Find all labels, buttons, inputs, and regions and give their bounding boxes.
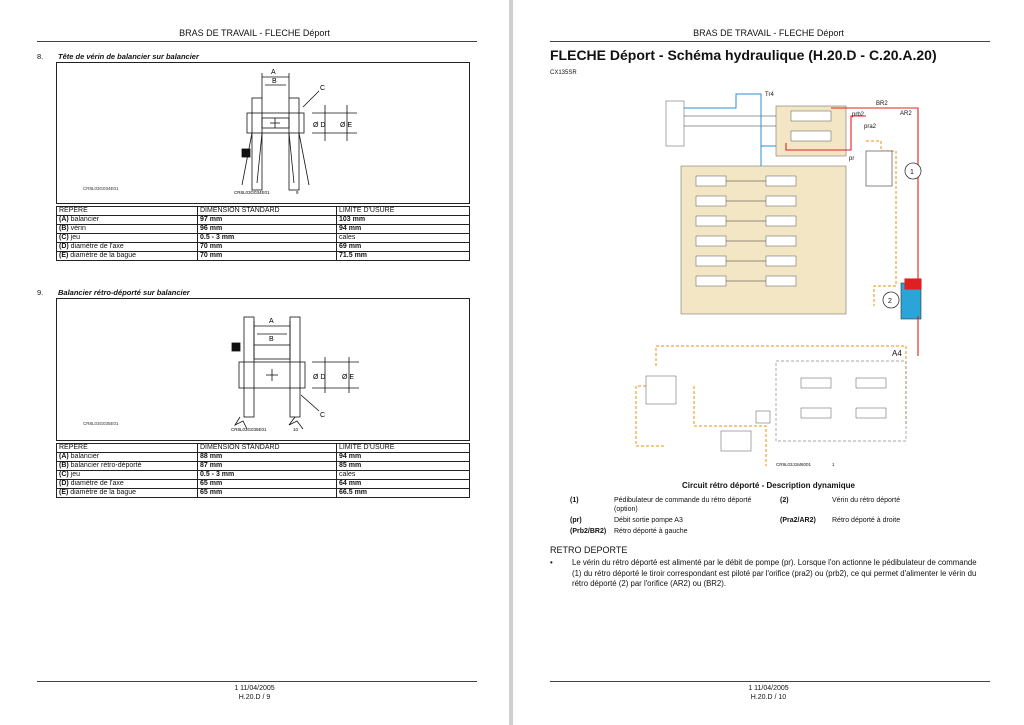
figure-ref: 10 [293, 427, 299, 432]
section-8-title: Tête de vérin de balancier sur balancier [58, 52, 199, 61]
figure-9-code: CR8L03G035E01 [83, 421, 119, 426]
header-limit: LIMITE D'USURE [336, 443, 470, 453]
label-d: Ø D [313, 374, 325, 381]
legend-row: (pr) Débit sortie pompe A3 (Pra2/AR2) Ré… [570, 517, 901, 524]
footer-rule [37, 681, 477, 682]
figure-8-code: CR8L03G034E01 [83, 186, 119, 191]
label-d: Ø D [313, 122, 325, 129]
figure-8: A B C Ø D Ø E CR8L03G034E01 9 CR8L03G034… [56, 62, 470, 204]
marker-1 [904, 162, 922, 180]
left-footer: 1 11/04/2005 H.20.D / 9 [0, 684, 509, 702]
marker-2 [882, 291, 900, 309]
right-page: BRAS DE TRAVAIL - FLECHE Déport FLECHE D… [513, 0, 1024, 725]
header-limit: LIMITE D'USURE [336, 206, 470, 216]
pressure-lines [785, 107, 922, 356]
br2-label: BR2 [876, 101, 888, 107]
label-c: C [320, 85, 325, 92]
a4-label: A4 [892, 349, 902, 358]
section-heading: RETRO DEPORTE [550, 545, 628, 555]
bullet: • [550, 558, 553, 567]
return-lines [684, 93, 922, 320]
label-c: C [320, 412, 325, 419]
left-page: BRAS DE TRAVAIL - FLECHE Déport 8. Tête … [0, 0, 509, 725]
diagram-code: CR9L03J1M6001 [776, 462, 812, 467]
footer-date: 1 11/04/2005 [234, 685, 275, 692]
pin-assembly-drawing-8: A B C Ø D Ø E CR8L03G034E01 9 [234, 69, 357, 195]
lower-valve-block [775, 360, 907, 442]
dimensions-table-8: REPERE DIMENSION STANDARD LIMITE D'USURE… [56, 206, 470, 261]
figure-ref: 9 [296, 190, 299, 195]
footer-page-ref: H.20.D / 10 [750, 694, 787, 701]
header-standard: DIMENSION STANDARD [197, 443, 337, 453]
header-rule [37, 41, 477, 42]
tr4-label: Tr4 [765, 92, 774, 98]
table-header-row: REPERE DIMENSION STANDARD LIMITE D'USURE [56, 443, 470, 453]
footer-date: 1 11/04/2005 [748, 685, 789, 692]
ar2-label: AR2 [900, 111, 912, 117]
footer-rule [550, 681, 990, 682]
dimensions-table-9: REPERE DIMENSION STANDARD LIMITE D'USURE… [56, 443, 470, 498]
marker-1-label: 1 [910, 169, 914, 176]
hydraulic-circuit-diagram: 1 2 Tr4 BR2 AR2 prb2 pra2 pr A4 CR9L03J1… [635, 92, 922, 467]
footer-page-ref: H.20.D / 9 [238, 694, 271, 701]
section-9-number: 9. [37, 288, 44, 297]
description-paragraph: • Le vérin du rétro déporté est alimenté… [550, 558, 982, 590]
header-rule [550, 41, 990, 42]
table-header-row: REPERE DIMENSION STANDARD LIMITE D'USURE [56, 206, 470, 216]
header-repere: REPERE [56, 206, 198, 216]
right-footer: 1 11/04/2005 H.20.D / 10 [513, 684, 1024, 702]
figure-tiny-code: CR8L03G034E01 [234, 190, 270, 195]
left-page-header: BRAS DE TRAVAIL - FLECHE Déport [179, 28, 330, 38]
legend-table: (1) Pédibulateur de commande du rétro dé… [570, 496, 998, 538]
diagram-caption: Circuit rétro déporté - Description dyna… [682, 481, 855, 490]
label-a: A [271, 69, 276, 76]
legend-row: (1) Pédibulateur de commande du rétro dé… [570, 497, 901, 513]
label-b: B [269, 336, 274, 343]
header-standard: DIMENSION STANDARD [197, 206, 337, 216]
figure-9: A B C Ø D Ø E CR8L03G035E01 10 CR8L03G03… [56, 298, 470, 441]
marker-2-label: 2 [888, 298, 892, 305]
pedal-valve [865, 150, 893, 187]
paragraph-text: Le vérin du rétro déporté est alimenté p… [572, 558, 977, 589]
label-e: Ø E [340, 122, 352, 129]
figure-tiny-code: CR8L03G035E01 [231, 427, 267, 432]
label-e: Ø E [342, 374, 354, 381]
legend-row: (Prb2/BR2) Rétro déporté à gauche [570, 528, 688, 535]
label-a: A [269, 318, 274, 325]
pin-assembly-drawing-9: A B C Ø D Ø E CR8L03G035E01 10 [231, 316, 359, 432]
right-page-header: BRAS DE TRAVAIL - FLECHE Déport [693, 28, 844, 38]
header-repere: REPERE [56, 443, 198, 453]
pr-label: pr [849, 156, 854, 162]
hydraulic-schematic: 1 2 Tr4 BR2 AR2 prb2 pra2 pr A4 CR9L03J1… [626, 86, 926, 483]
section-8-number: 8. [37, 52, 44, 61]
model-code: CX135SR [550, 70, 577, 76]
label-b: B [272, 78, 277, 85]
page-title: FLECHE Déport - Schéma hydraulique (H.20… [550, 47, 937, 63]
pra2-label: pra2 [864, 124, 877, 130]
prb2-label: prb2 [852, 112, 865, 118]
diagram-ref: 1 [832, 462, 835, 467]
section-9-title: Balancier rétro-déporté sur balancier [58, 288, 190, 297]
